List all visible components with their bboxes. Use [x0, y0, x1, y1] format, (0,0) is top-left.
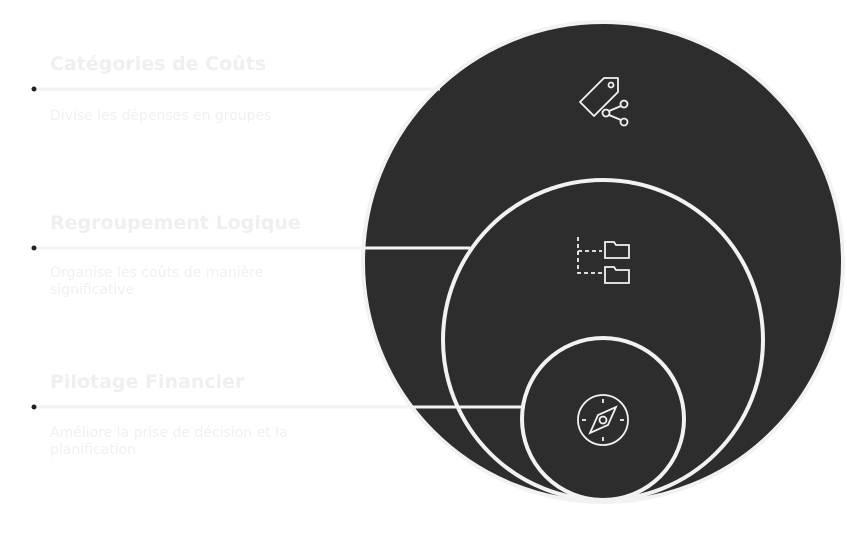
item-title: Regroupement Logique [50, 212, 301, 234]
item-description: Organise les coûts de manière significat… [50, 265, 264, 298]
item-description: Améliore la prise de décision et la plan… [50, 425, 288, 458]
item-title: Pilotage Financier [50, 371, 245, 393]
connector-3 [31, 404, 523, 410]
folder-tree-icon [577, 237, 630, 284]
connector-2 [31, 245, 470, 251]
tag-share-icon [579, 77, 629, 127]
item-title: Catégories de Coûts [50, 53, 267, 75]
compass-icon [577, 394, 629, 446]
item-description: Divise les dépenses en groupes [50, 108, 272, 124]
inner-circle [520, 336, 686, 502]
connector-1 [31, 86, 440, 92]
